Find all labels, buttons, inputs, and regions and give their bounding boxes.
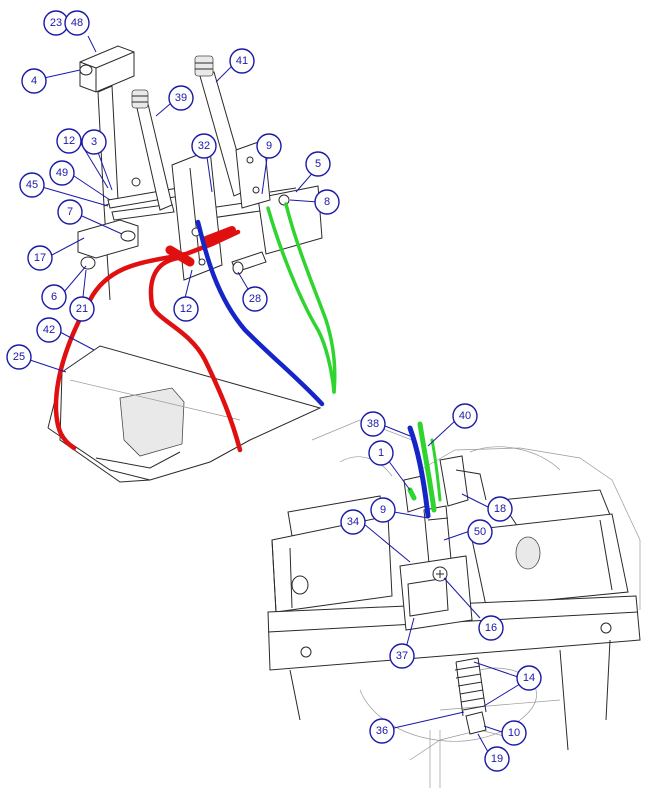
svg-text:9: 9 <box>380 504 386 516</box>
callout-32: 32 <box>191 133 217 159</box>
callout-10: 10 <box>501 720 527 746</box>
callout-19: 19 <box>484 746 510 772</box>
callout-36: 36 <box>369 718 395 744</box>
callout-21: 21 <box>69 296 95 322</box>
svg-text:50: 50 <box>474 526 486 538</box>
svg-text:9: 9 <box>266 140 272 152</box>
callout-16: 16 <box>478 615 504 641</box>
callout-3: 3 <box>81 129 107 155</box>
svg-text:49: 49 <box>56 167 68 179</box>
callout-12-lower: 12 <box>173 296 199 322</box>
callout-37: 37 <box>389 643 415 669</box>
svg-text:1: 1 <box>378 447 384 459</box>
callout-14: 14 <box>516 665 542 691</box>
callout-18: 18 <box>487 496 513 522</box>
callout-1: 1 <box>368 440 394 466</box>
svg-text:38: 38 <box>367 418 379 430</box>
callout-39: 39 <box>168 85 194 111</box>
svg-text:37: 37 <box>396 650 408 662</box>
blue-cable-lower <box>407 425 431 519</box>
svg-text:17: 17 <box>34 252 46 264</box>
callout-9-upper: 9 <box>256 133 282 159</box>
svg-text:5: 5 <box>315 158 321 170</box>
callout-8: 8 <box>314 189 340 215</box>
svg-text:36: 36 <box>376 725 388 737</box>
callout-38: 38 <box>360 411 386 437</box>
callout-12-upper: 12 <box>56 128 82 154</box>
svg-text:12: 12 <box>180 303 192 315</box>
spring <box>454 657 487 735</box>
callout-34: 34 <box>340 509 366 535</box>
green-cable-lower <box>407 421 442 513</box>
red-cable <box>53 226 243 453</box>
callout-25: 25 <box>6 344 32 370</box>
svg-text:28: 28 <box>249 293 261 305</box>
callout-42: 42 <box>36 317 62 343</box>
callout-45: 45 <box>19 172 45 198</box>
callout-6: 6 <box>41 284 67 310</box>
cover-panel <box>47 345 322 483</box>
callout-48: 48 <box>64 10 90 36</box>
svg-text:10: 10 <box>508 727 520 739</box>
svg-text:18: 18 <box>494 503 506 515</box>
svg-text:40: 40 <box>459 410 471 422</box>
callout-28: 28 <box>242 286 268 312</box>
svg-text:45: 45 <box>26 179 38 191</box>
callout-49: 49 <box>49 160 75 186</box>
svg-text:39: 39 <box>175 92 187 104</box>
callout-41: 41 <box>229 48 255 74</box>
svg-text:4: 4 <box>31 75 37 87</box>
svg-text:42: 42 <box>43 324 55 336</box>
callout-5: 5 <box>305 151 331 177</box>
svg-text:7: 7 <box>67 206 73 218</box>
svg-text:14: 14 <box>523 672 535 684</box>
svg-text:32: 32 <box>198 140 210 152</box>
svg-text:8: 8 <box>324 196 330 208</box>
shift-tower <box>399 455 487 735</box>
green-cable <box>266 202 337 394</box>
svg-text:48: 48 <box>71 17 83 29</box>
svg-text:6: 6 <box>51 291 57 303</box>
svg-text:25: 25 <box>13 351 25 363</box>
svg-text:23: 23 <box>50 17 62 29</box>
svg-text:12: 12 <box>63 135 75 147</box>
callout-9-lower: 9 <box>370 497 396 523</box>
svg-text:41: 41 <box>236 55 248 67</box>
svg-text:3: 3 <box>91 136 97 148</box>
svg-text:34: 34 <box>347 516 359 528</box>
blue-cable <box>195 219 325 407</box>
svg-text:19: 19 <box>491 753 503 765</box>
callout-7: 7 <box>57 199 83 225</box>
pedal-linkage-assembly <box>77 45 323 301</box>
svg-text:16: 16 <box>485 622 497 634</box>
callout-17: 17 <box>27 245 53 271</box>
callout-40: 40 <box>452 403 478 429</box>
svg-text:21: 21 <box>76 303 88 315</box>
callout-4: 4 <box>21 68 47 94</box>
callout-50: 50 <box>467 519 493 545</box>
